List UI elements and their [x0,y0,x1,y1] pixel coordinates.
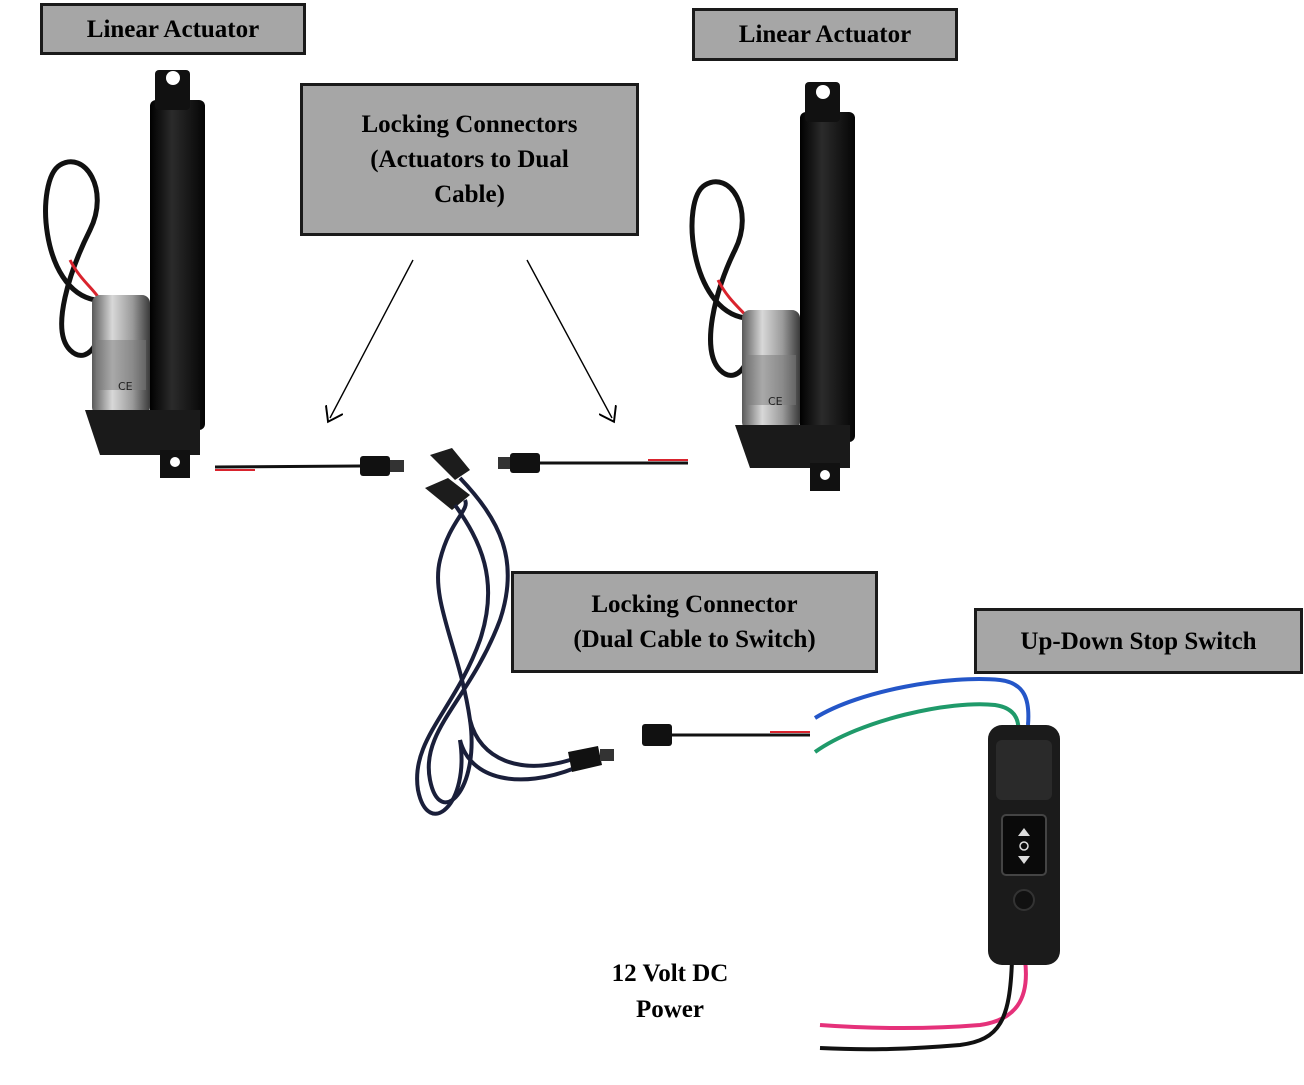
wire-black [819,959,1014,1052]
label-locking-connector-switch: Locking Connector (Dual Cable to Switch) [511,571,878,673]
rocker-switch-icon [988,725,1060,965]
label-actuator-right: Linear Actuator [692,8,958,61]
locking-connector-right-icon [498,453,688,473]
arrow-right [526,259,612,418]
wire-green [813,702,1021,754]
locking-connector-left-icon [214,456,404,476]
linear-actuator-right-icon: CE [689,82,855,491]
svg-text:CE: CE [768,395,783,408]
linear-actuator-left-icon: CE [43,70,205,478]
wire-pink [819,959,1028,1031]
dual-cable-icon [415,448,614,816]
label-power: 12 Volt DC Power [611,960,729,1023]
svg-text:CE: CE [118,380,133,393]
label-locking-connectors: Locking Connectors (Actuators to Dual Ca… [300,83,639,236]
locking-connector-switch-icon [642,724,810,746]
label-switch: Up-Down Stop Switch [974,608,1303,674]
wire-blue [813,677,1031,726]
arrow-left [330,259,414,418]
label-actuator-left: Linear Actuator [40,3,306,55]
